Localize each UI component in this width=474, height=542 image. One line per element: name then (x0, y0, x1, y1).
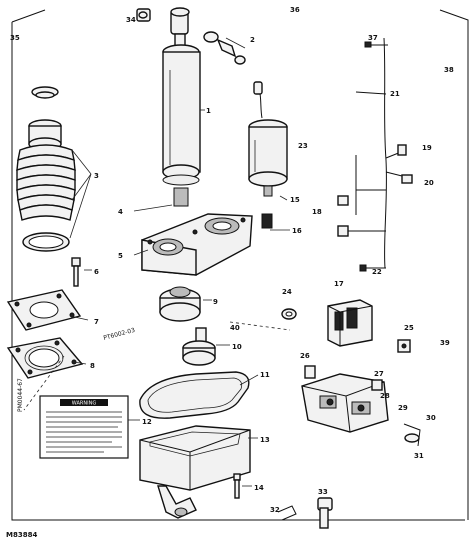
callout-number: 21 (390, 90, 400, 98)
connector (397, 339, 411, 353)
callout-number: 11 (260, 371, 270, 379)
callout-number: 15 (290, 196, 300, 204)
side-note-reference: PM0044-67 (17, 378, 24, 412)
spur-gear (159, 286, 201, 322)
frame-corner (11, 9, 46, 23)
figure-id: M83884 (6, 531, 37, 539)
callout-number: 7 (94, 318, 99, 326)
callout-number: 20 (424, 179, 434, 187)
callout-number: 35 (10, 34, 20, 42)
callout-number: 5 (118, 252, 123, 260)
callout-number: 37 (368, 34, 378, 42)
lower-case (139, 425, 251, 519)
callout-number: 40 (230, 324, 240, 332)
pin-assembly (203, 31, 246, 65)
side-note-reference: PT6002-03 (103, 327, 136, 342)
pinion-gear (182, 327, 216, 366)
callout-number: 31 (414, 452, 424, 460)
shaft-bolt (317, 497, 333, 529)
bushing (136, 8, 151, 22)
callout-number: 24 (282, 288, 292, 296)
actuator-tube (162, 7, 201, 207)
gear-housing (141, 213, 253, 276)
gasket-lower (6, 337, 84, 379)
frame-border (11, 22, 465, 521)
spring-clip (277, 505, 297, 521)
callout-number: 10 (232, 343, 242, 351)
warning-decal: WARNING (39, 395, 129, 459)
callout-number: 32 (270, 506, 280, 514)
latch-pin (403, 423, 421, 447)
callout-number: 25 (404, 324, 414, 332)
callout-number: 36 (290, 6, 300, 14)
cap-screw (71, 257, 81, 287)
callout-number: 14 (254, 484, 264, 492)
callout-number: 1 (206, 107, 211, 115)
callout-number: 4 (118, 208, 123, 216)
gasket-upper (6, 289, 82, 331)
leader-lines (23, 109, 291, 487)
callout-number: 17 (334, 280, 344, 288)
callout-number: 39 (440, 339, 450, 347)
callout-number: 2 (250, 36, 255, 44)
callout-number: 6 (94, 268, 99, 276)
callout-number: 23 (298, 142, 308, 150)
callout-number: 28 (380, 392, 390, 400)
callout-number: 27 (374, 370, 384, 378)
switch-box (327, 299, 373, 347)
retaining-ring (281, 308, 297, 320)
bellows-boot (16, 86, 76, 252)
callout-number: 34 (126, 16, 136, 24)
callout-number: 29 (398, 404, 408, 412)
callout-number: 16 (292, 227, 302, 235)
electric-motor (248, 81, 288, 229)
latch-bracket (301, 365, 389, 433)
callout-number: 30 (426, 414, 436, 422)
callout-number: 38 (444, 66, 454, 74)
frame-corner (439, 9, 469, 520)
callout-number: 13 (260, 436, 270, 444)
callout-number: 33 (318, 488, 328, 496)
callout-number: 19 (422, 144, 432, 152)
callout-number: 3 (94, 172, 99, 180)
wiring-harness (337, 37, 413, 272)
callout-number: 9 (213, 298, 218, 306)
svg-text:WARNING: WARNING (72, 401, 97, 407)
case-screw (233, 473, 241, 499)
callout-number: 8 (90, 362, 95, 370)
callout-number: 26 (300, 352, 310, 360)
callout-number: 12 (142, 418, 152, 426)
callout-number: 22 (372, 268, 382, 276)
callouts: 1 2 3 4 5 6 7 8 9 10 11 12 13 14 15 16 1… (10, 6, 454, 514)
callout-number: 18 (312, 208, 322, 216)
housing-gasket (139, 371, 250, 419)
